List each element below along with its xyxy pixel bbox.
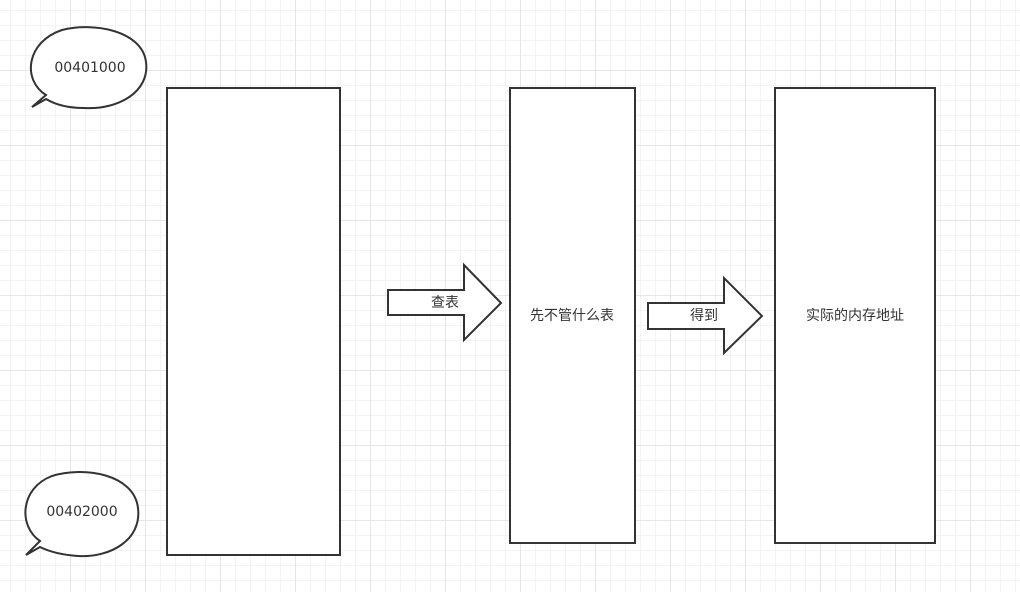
table-label: 先不管什么表 <box>530 308 614 324</box>
table-box[interactable]: 先不管什么表 <box>509 87 636 544</box>
obtain-arrow[interactable]: 得到 <box>647 275 764 356</box>
callout-top-address[interactable]: 00401000 <box>30 26 148 110</box>
lookup-arrow-shape <box>387 262 503 343</box>
physical-address-label: 实际的内存地址 <box>806 308 904 324</box>
callout-bottom-shape <box>24 470 140 558</box>
callout-bottom-address[interactable]: 00402000 <box>24 470 140 558</box>
callout-top-label: 00401000 <box>54 60 125 76</box>
address-space-rect <box>166 87 341 556</box>
table-rect <box>509 87 636 544</box>
lookup-arrow[interactable]: 查表 <box>387 262 503 343</box>
callout-top-shape <box>30 26 148 110</box>
physical-address-box[interactable]: 实际的内存地址 <box>774 87 936 544</box>
callout-bottom-label: 00402000 <box>46 504 117 520</box>
obtain-arrow-label: 得到 <box>690 307 718 324</box>
address-space-box[interactable] <box>166 87 341 556</box>
physical-address-rect <box>774 87 936 544</box>
obtain-arrow-shape <box>647 275 764 356</box>
lookup-arrow-label: 查表 <box>431 295 459 311</box>
